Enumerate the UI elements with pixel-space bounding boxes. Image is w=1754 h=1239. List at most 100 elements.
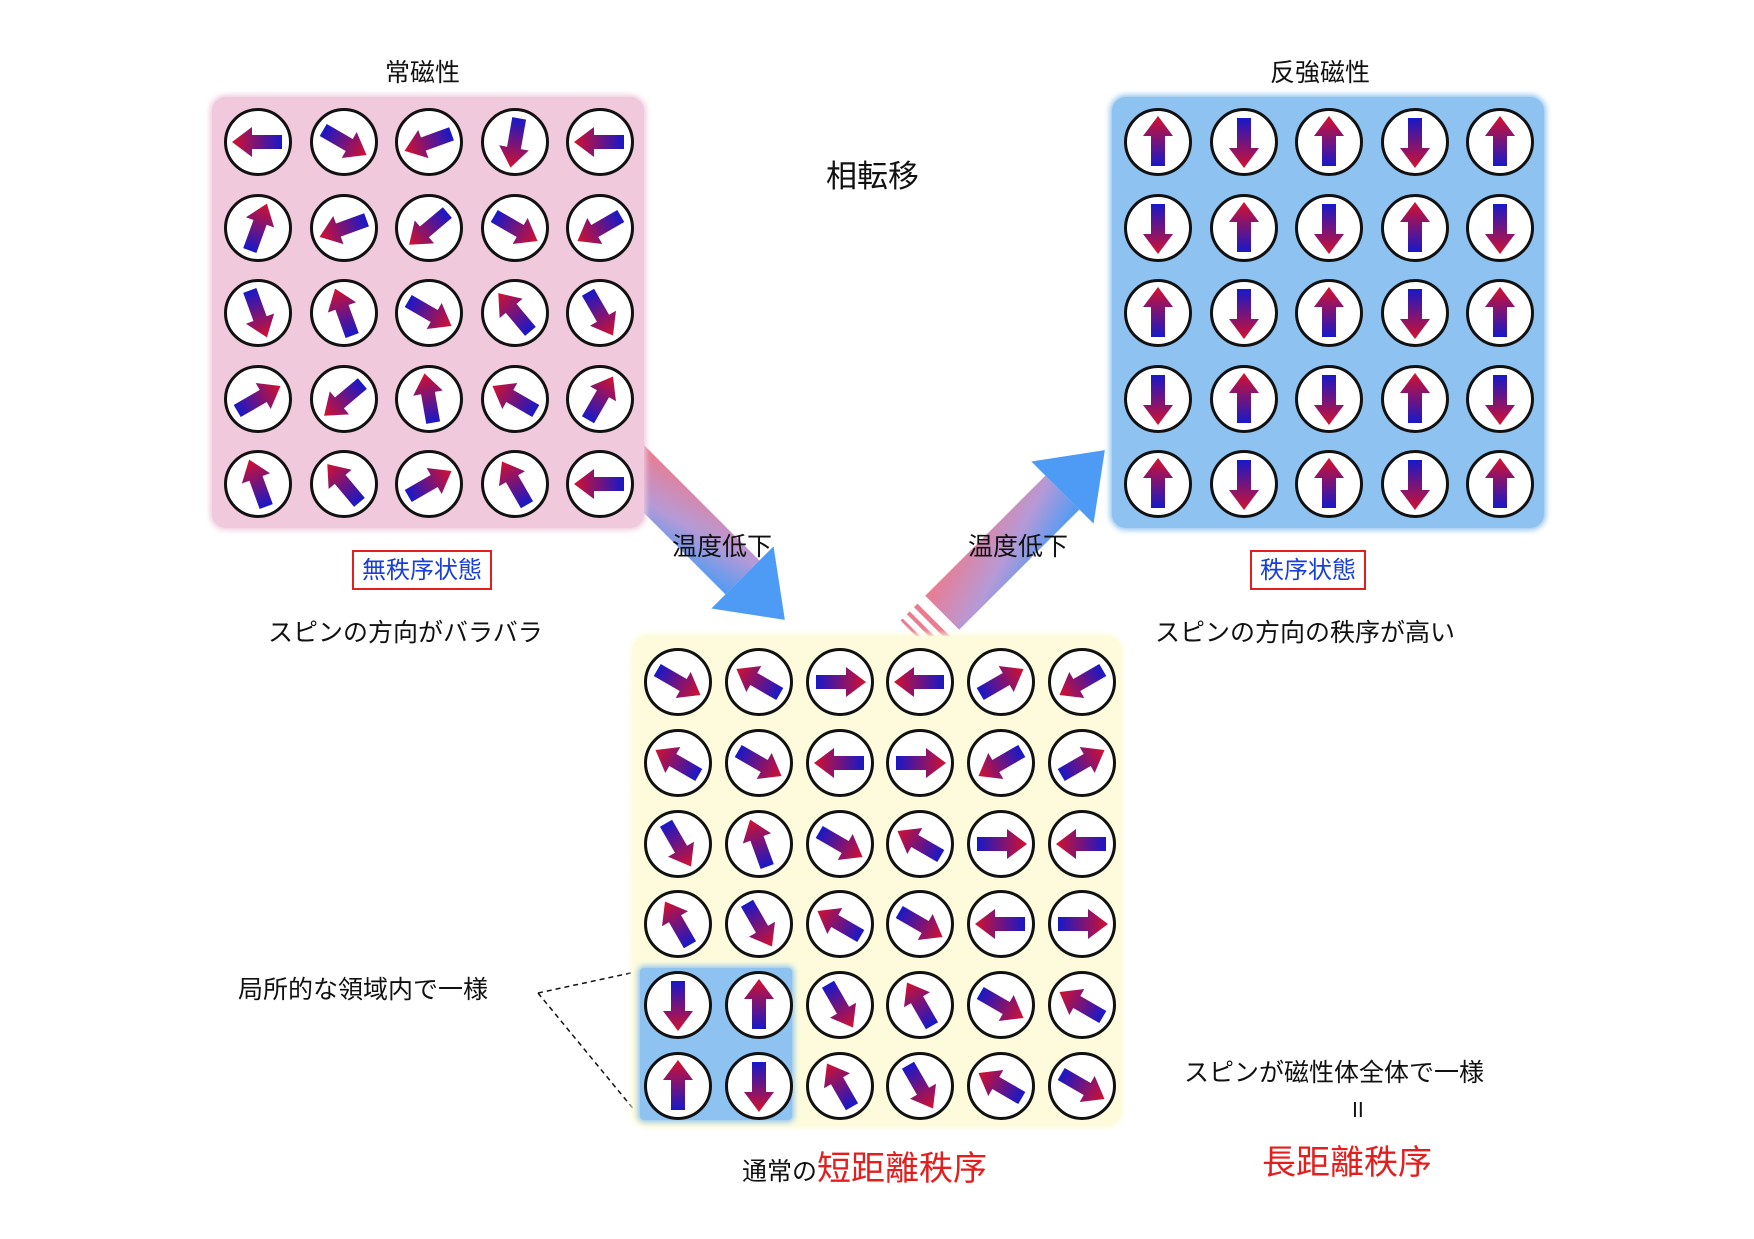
spin-site — [965, 969, 1037, 1041]
spin-arrow-icon — [886, 648, 955, 716]
spin-site — [642, 727, 714, 799]
spin-arrow-icon — [644, 971, 712, 1040]
spin-site — [642, 808, 714, 880]
spin-arrow — [497, 293, 536, 336]
spin-arrow-icon — [309, 108, 378, 176]
spin-arrow — [1059, 989, 1107, 1024]
spin-arrow-icon — [967, 648, 1036, 716]
spin-arrow-icon — [967, 1052, 1036, 1120]
spin-arrow-icon — [309, 193, 378, 262]
spin-arrow-icon — [224, 193, 292, 262]
phase-transition-title: 相転移 — [826, 159, 919, 195]
spin-site — [308, 363, 380, 435]
spin-site — [884, 727, 956, 799]
spin-arrow — [319, 123, 367, 158]
spin-site — [1464, 106, 1536, 178]
spin-arrow-icon — [1466, 450, 1534, 518]
spin-arrow — [233, 382, 281, 417]
spin-arrow-icon — [644, 1052, 712, 1120]
spin-arrow-icon — [224, 279, 292, 347]
spin-site — [804, 808, 876, 880]
spin-arrow-icon — [724, 971, 793, 1040]
spin-arrow — [659, 819, 694, 867]
spin-arrow — [896, 906, 943, 941]
spin-arrow-icon — [805, 971, 874, 1040]
spin-site — [479, 363, 551, 435]
spin-site — [1379, 363, 1451, 435]
spin-arrow — [653, 663, 701, 698]
spin-arrow — [1143, 287, 1173, 337]
spin-arrow-icon — [1048, 728, 1116, 797]
spin-arrow-icon — [1209, 450, 1278, 518]
spin-site — [884, 888, 956, 960]
spin-arrow — [1228, 372, 1259, 423]
spin-arrow — [1399, 372, 1430, 423]
spin-arrow — [976, 666, 1024, 701]
spin-site — [965, 888, 1037, 960]
spin-site — [1293, 106, 1365, 178]
spin-site — [393, 277, 465, 349]
spin-arrow-icon — [967, 890, 1036, 959]
spin-arrow-icon — [1380, 450, 1449, 518]
spin-arrow — [663, 1060, 693, 1110]
spin-site — [884, 1050, 956, 1122]
spin-site — [884, 969, 956, 1041]
spin-arrow-icon — [1209, 193, 1278, 262]
spin-site — [1122, 363, 1194, 435]
spin-site — [1046, 646, 1118, 718]
disordered-state-badge: 無秩序状態 — [352, 550, 492, 590]
spin-arrow-icon — [1295, 450, 1363, 518]
spin-site — [393, 448, 465, 520]
spin-site — [1464, 192, 1536, 264]
spin-site — [884, 646, 956, 718]
spin-arrow — [815, 667, 866, 697]
spin-arrow — [498, 117, 529, 168]
spin-arrow-icon — [967, 728, 1036, 797]
spin-site — [1046, 1050, 1118, 1122]
spin-arrow — [574, 469, 624, 499]
spin-arrow-icon — [805, 1052, 874, 1120]
spin-arrow — [1057, 1067, 1105, 1102]
cooling-label-left: 温度低下 — [672, 532, 773, 561]
spin-arrow — [978, 744, 1026, 779]
spin-arrow-icon — [967, 971, 1036, 1040]
spin-arrow — [743, 1062, 774, 1112]
spin-site — [393, 192, 465, 264]
spin-arrow — [1314, 374, 1344, 425]
spin-arrow — [574, 127, 624, 157]
spin-arrow — [1314, 116, 1344, 166]
spin-site — [723, 808, 795, 880]
spin-arrow-icon — [1380, 193, 1449, 262]
spin-site — [723, 1050, 795, 1122]
spin-arrow — [813, 747, 864, 778]
spin-arrow-icon — [1295, 364, 1363, 433]
cooling-label-right: 温度低下 — [968, 532, 1069, 561]
ordered-state-badge: 秩序状態 — [1250, 550, 1366, 590]
bottom-prefix: 通常の — [742, 1157, 818, 1186]
spin-arrow-icon — [566, 108, 634, 176]
spin-site — [564, 277, 636, 349]
spin-arrow-icon — [886, 890, 955, 959]
ordered-caption: スピンの方向の秩序が高い — [1155, 618, 1456, 647]
spin-arrow — [326, 464, 365, 507]
spin-arrow — [823, 1063, 858, 1111]
spin-site — [1464, 448, 1536, 520]
spin-arrow-icon — [395, 279, 463, 347]
spin-arrow — [409, 206, 452, 245]
long-range-order-text: 長距離秩序 — [1262, 1143, 1432, 1183]
spin-arrow-icon — [1124, 364, 1192, 433]
spin-arrow — [1143, 116, 1173, 166]
local-uniform-caption: 局所的な領域内で一様 — [238, 975, 489, 1004]
spin-arrow — [1399, 289, 1430, 339]
spin-arrow-icon — [644, 728, 712, 797]
spin-arrow — [1485, 287, 1515, 337]
spin-arrow — [1399, 460, 1430, 510]
spin-arrow-icon — [395, 108, 463, 176]
spin-arrow-icon — [886, 971, 955, 1040]
spin-arrow — [241, 459, 273, 509]
spin-arrow — [232, 127, 282, 157]
spin-arrow — [243, 203, 275, 253]
spin-site — [479, 277, 551, 349]
spin-site — [222, 192, 294, 264]
